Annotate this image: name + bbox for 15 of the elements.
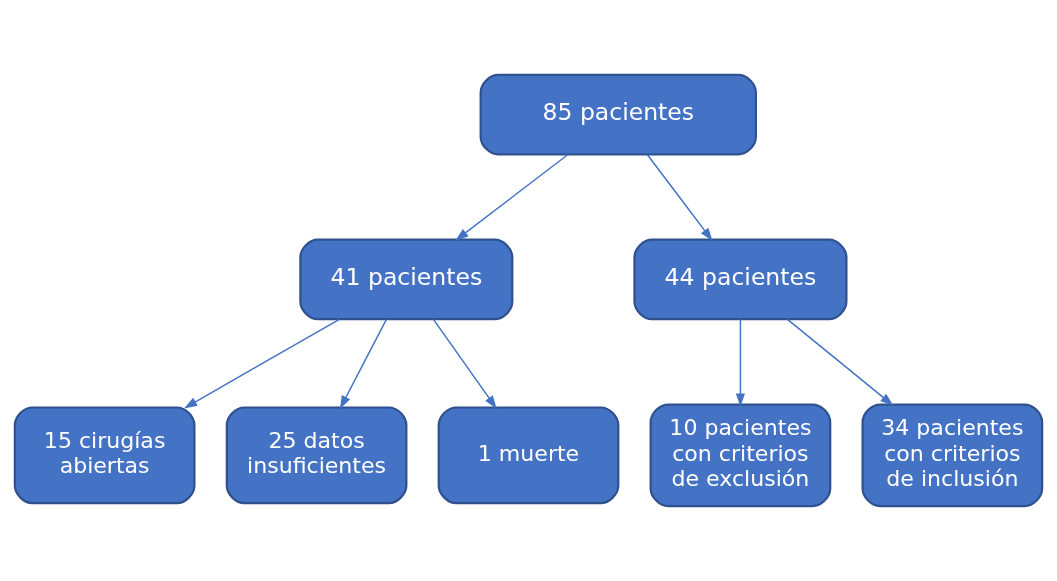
arrow bbox=[432, 318, 497, 409]
node-box: 1 muerte bbox=[437, 406, 620, 505]
arrow bbox=[786, 318, 894, 406]
node-box: 34 pacientes con criterios de inclusión bbox=[861, 403, 1044, 508]
node-box: 15 cirugías abiertas bbox=[13, 406, 196, 505]
node-box: 41 pacientes bbox=[299, 238, 514, 321]
node-box: 44 pacientes bbox=[633, 238, 848, 321]
node-box: 85 pacientes bbox=[479, 73, 757, 156]
arrow bbox=[183, 318, 341, 409]
arrow bbox=[646, 153, 713, 242]
arrow bbox=[339, 318, 388, 409]
arrow bbox=[735, 318, 746, 407]
node-box: 10 pacientes con criterios de exclusión bbox=[649, 403, 832, 508]
arrow bbox=[455, 153, 569, 241]
node-box: 25 datos insuficientes bbox=[225, 406, 408, 505]
